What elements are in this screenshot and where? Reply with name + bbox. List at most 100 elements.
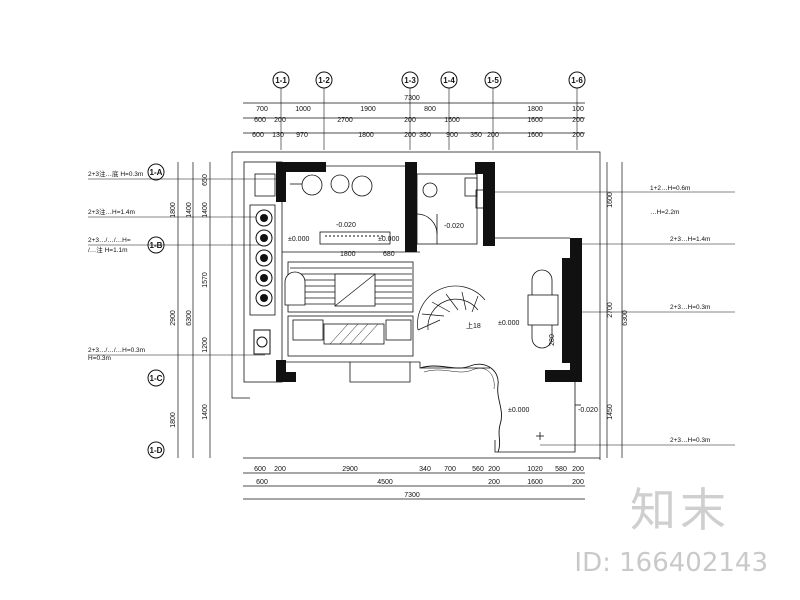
walls <box>276 162 582 382</box>
bottom-dimensions <box>243 472 585 500</box>
level-label: -0.020 <box>336 222 356 229</box>
svg-text:1000: 1000 <box>295 106 311 113</box>
svg-text:700: 700 <box>444 466 456 473</box>
left-dimensions <box>177 162 211 458</box>
axis-label-top: 1-1 <box>275 76 287 85</box>
svg-text:200: 200 <box>487 132 499 139</box>
svg-text:2900: 2900 <box>170 310 177 326</box>
svg-text:600: 600 <box>252 132 264 139</box>
svg-text:6300: 6300 <box>622 310 629 326</box>
svg-text:1-C: 1-C <box>150 374 163 383</box>
svg-text:1-A: 1-A <box>150 168 163 177</box>
svg-text:1600: 1600 <box>527 479 543 486</box>
svg-text:2+3…H=0.3m: 2+3…H=0.3m <box>670 437 710 444</box>
top-dimensions <box>243 102 585 134</box>
right-dimensions <box>606 162 623 458</box>
axis-label-top: 1-4 <box>443 76 455 85</box>
svg-text:1800: 1800 <box>358 132 374 139</box>
svg-text:680: 680 <box>383 251 395 258</box>
lounge-furniture <box>254 173 373 197</box>
svg-text:/…注 H=1.1m: /…注 H=1.1m <box>88 245 128 254</box>
top-axis-bubbles: 1-1 1-2 1-3 1-4 1-5 1-6 <box>272 71 586 150</box>
garden-edge-inner <box>423 368 495 390</box>
watermark-logo: 知末 <box>630 483 730 537</box>
svg-text:800: 800 <box>424 106 436 113</box>
svg-text:970: 970 <box>296 132 308 139</box>
spiral-stair <box>417 285 486 331</box>
tv-cabinet: -0.020 <box>319 222 391 245</box>
svg-text:1800: 1800 <box>170 202 177 218</box>
thin-walls <box>243 161 576 453</box>
svg-text:560: 560 <box>472 466 484 473</box>
svg-text:200: 200 <box>488 479 500 486</box>
svg-text:2+3…H=0.3m: 2+3…H=0.3m <box>670 304 710 311</box>
outer-frame <box>231 151 601 460</box>
axis-label-top: 1-6 <box>571 76 583 85</box>
svg-text:200: 200 <box>274 466 286 473</box>
svg-text:1-D: 1-D <box>150 446 163 455</box>
svg-text:-0.020: -0.020 <box>578 407 598 414</box>
svg-text:350: 350 <box>470 132 482 139</box>
dining-set <box>527 269 559 349</box>
top-dim-row3: 600 130 970 1800 200 350 900 350 200 160… <box>252 132 584 139</box>
svg-text:1800: 1800 <box>170 412 177 428</box>
svg-text:900: 900 <box>446 132 458 139</box>
right-dim-labels: 1600 2700 6300 1450 <box>607 192 629 420</box>
left-notes: 2+3注…底 H=0.3m 2+3注…H=1.4m 2+3…/…/…H= /…注… <box>88 169 280 362</box>
bathroom-fixtures <box>416 173 487 245</box>
svg-text:1800: 1800 <box>340 251 356 258</box>
svg-text:1800: 1800 <box>527 106 543 113</box>
axis-label-top: 1-5 <box>487 76 499 85</box>
svg-text:600: 600 <box>256 479 268 486</box>
svg-text:700: 700 <box>256 106 268 113</box>
svg-text:1-B: 1-B <box>150 241 163 250</box>
svg-text:4500: 4500 <box>377 479 393 486</box>
bottom-dim-row1: 600 200 2900 340 700 560 200 1020 580 20… <box>254 466 584 473</box>
axis-label-top: 1-2 <box>318 76 330 85</box>
svg-text:2+3…H=1.4m: 2+3…H=1.4m <box>670 236 710 243</box>
svg-text:1200: 1200 <box>202 337 209 353</box>
svg-text:1900: 1900 <box>360 106 376 113</box>
svg-text:580: 580 <box>555 466 567 473</box>
svg-text:200: 200 <box>488 466 500 473</box>
svg-text:1450: 1450 <box>607 404 614 420</box>
level-markers: ±0.000 ±0.000 ±0.000 ±0.000 -0.020 <box>288 236 598 414</box>
bottom-dim-row2: 600 4500 200 1600 200 <box>256 479 584 486</box>
svg-text:1+2…H=0.6m: 1+2…H=0.6m <box>650 185 690 192</box>
striped-bed <box>284 261 414 313</box>
left-axis-bubbles: 1-A 1-B 1-C 1-D <box>147 163 165 459</box>
svg-text:2700: 2700 <box>337 117 353 124</box>
svg-text:±0.000: ±0.000 <box>288 236 309 243</box>
svg-text:600: 600 <box>254 466 266 473</box>
room-dims: 1800 680 280 <box>340 251 556 346</box>
svg-text:2+3注…H=1.4m: 2+3注…H=1.4m <box>88 207 135 216</box>
svg-text:±0.000: ±0.000 <box>508 407 529 414</box>
svg-text:200: 200 <box>572 466 584 473</box>
image-id-label: ID: 166402143 <box>574 548 768 578</box>
svg-text:1400: 1400 <box>202 404 209 420</box>
svg-text:340: 340 <box>419 466 431 473</box>
svg-text:2+3…/…/…H=: 2+3…/…/…H= <box>88 237 131 244</box>
svg-text:1600: 1600 <box>607 192 614 208</box>
svg-text:650: 650 <box>202 174 209 186</box>
svg-text:2+3注…底 H=0.3m: 2+3注…底 H=0.3m <box>88 169 143 178</box>
garden-edge <box>419 363 502 453</box>
svg-text:1600: 1600 <box>444 117 460 124</box>
svg-text:1400: 1400 <box>202 202 209 218</box>
svg-text:1600: 1600 <box>527 132 543 139</box>
svg-text:2+3…/…/…H=0.3m: 2+3…/…/…H=0.3m <box>88 347 145 354</box>
svg-text:±0.000: ±0.000 <box>378 236 399 243</box>
svg-text:6300: 6300 <box>186 310 193 326</box>
top-dim-row1: 700 1000 1900 800 1800 100 <box>256 106 584 113</box>
svg-text:600: 600 <box>254 117 266 124</box>
svg-text:200: 200 <box>572 132 584 139</box>
svg-text:130: 130 <box>272 132 284 139</box>
dim-total-bottom: 7300 <box>404 492 420 499</box>
dim-total-top: 7300 <box>404 95 420 102</box>
svg-text:280: 280 <box>549 334 556 346</box>
svg-text:350: 350 <box>419 132 431 139</box>
sofa <box>287 315 414 357</box>
svg-text:200: 200 <box>404 132 416 139</box>
axis-label-top: 1-3 <box>404 76 416 85</box>
